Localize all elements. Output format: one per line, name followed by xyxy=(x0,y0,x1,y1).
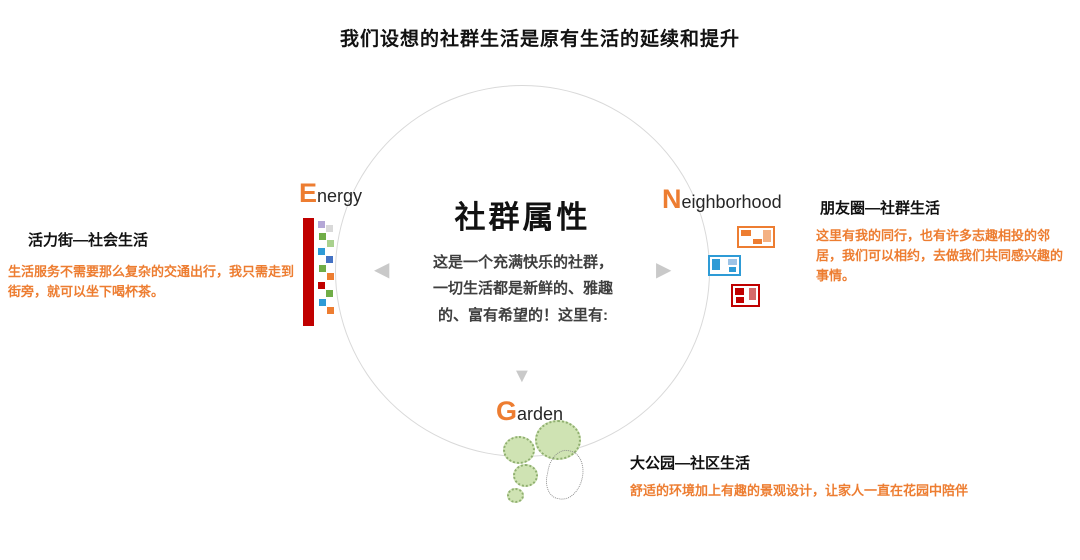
tree-blob xyxy=(503,436,535,464)
energy-word: Energy xyxy=(299,178,362,209)
mosaic-square xyxy=(319,265,326,272)
mosaic-square xyxy=(318,248,325,255)
garden-section-title: 大公园—社区生活 xyxy=(630,455,751,472)
tree-blob xyxy=(507,488,524,503)
energy-section-desc: 生活服务不需要那么复杂的交通出行，我只需走到街旁，就可以坐下喝杯茶。 xyxy=(8,264,295,300)
mosaic-square xyxy=(327,273,334,280)
arrow-left-icon: ◀ xyxy=(374,259,390,281)
mosaic-square xyxy=(318,282,325,289)
plan-block xyxy=(735,288,744,295)
mosaic-square xyxy=(326,290,333,297)
garden-word: Garden xyxy=(496,396,563,427)
floorplan-icon-blue xyxy=(708,255,741,276)
plan-block xyxy=(763,230,771,242)
energy-rest: nergy xyxy=(317,186,363,206)
red-bar xyxy=(303,218,314,326)
mosaic-square xyxy=(327,307,334,314)
tree-blob xyxy=(535,420,581,460)
tree-blob xyxy=(513,464,538,487)
energy-section-title: 活力街—社会生活 xyxy=(28,232,149,249)
garden-initial: G xyxy=(496,396,518,426)
plan-block xyxy=(736,297,744,303)
circle-body-text: 这是一个充满快乐的社群， 一切生活都是新鲜的、雅趣 的、富有希望的！这里有: xyxy=(432,254,613,324)
plan-block xyxy=(729,267,736,272)
mosaic-square xyxy=(318,221,325,228)
mosaic-square xyxy=(326,225,333,232)
garden-section-desc: 舒适的环境加上有趣的景观设计，让家人一直在花园中陪伴 xyxy=(630,483,969,498)
mosaic-square xyxy=(319,299,326,306)
plan-block xyxy=(749,288,756,300)
plan-block xyxy=(728,259,737,265)
neighborhood-section-title: 朋友圈—社群生活 xyxy=(820,200,941,217)
garden-trees-icon xyxy=(495,418,600,518)
neighborhood-section-desc: 这里有我的同行，也有许多志趣相投的邻居，我们可以相约，去做我们共同感兴趣的事情。 xyxy=(816,228,1064,284)
neighborhood-rest: eighborhood xyxy=(681,192,782,212)
neighborhood-word: Neighborhood xyxy=(662,184,782,215)
arrow-right-icon: ▶ xyxy=(656,259,672,281)
mosaic-square xyxy=(319,233,326,240)
mosaic-square xyxy=(327,240,334,247)
plan-block xyxy=(753,239,762,244)
neighborhood-initial: N xyxy=(662,184,682,214)
floorplan-icon-red xyxy=(731,284,760,307)
energy-initial: E xyxy=(299,178,318,208)
energy-bar-icon xyxy=(303,216,343,328)
neighborhood-plan-icons xyxy=(705,222,780,314)
circle-heading: 社群属性 xyxy=(454,200,591,235)
plan-block xyxy=(741,230,751,236)
plan-block xyxy=(712,259,720,270)
garden-rest: arden xyxy=(517,404,564,424)
arrow-down-icon: ▼ xyxy=(512,365,532,387)
floorplan-icon-orange xyxy=(737,226,775,248)
page-title: 我们设想的社群生活是原有生活的延续和提升 xyxy=(339,29,740,50)
mosaic-square xyxy=(326,256,333,263)
